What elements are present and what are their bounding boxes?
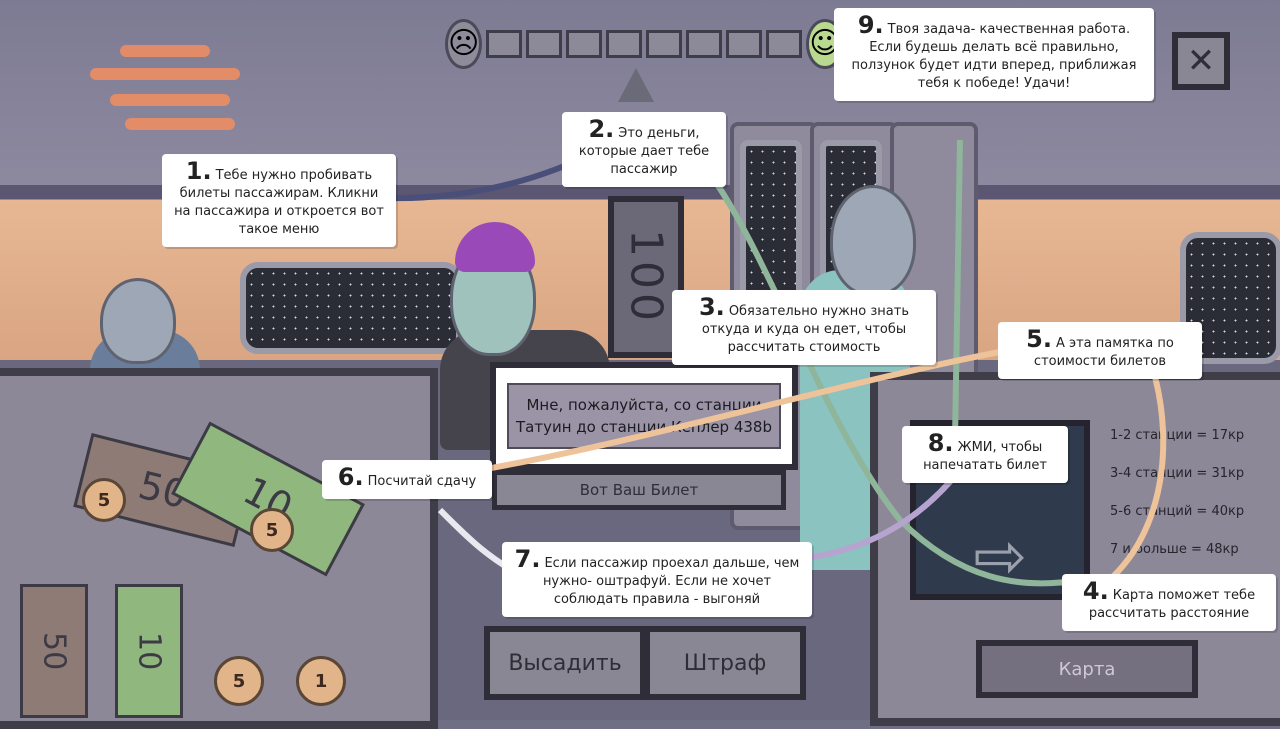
note-number: 1. — [185, 157, 212, 185]
coin-5[interactable]: 5 — [82, 478, 126, 522]
note-number: 2. — [588, 115, 615, 143]
tutorial-note-2: 2.Это деньги, которые дает тебе пассажир — [562, 112, 726, 187]
progress-segment — [606, 30, 643, 58]
connector-6 — [479, 347, 1011, 473]
counter-bill-50[interactable]: 50 — [20, 584, 88, 718]
note-number: 6. — [337, 463, 364, 491]
close-button[interactable]: ✕ — [1172, 32, 1230, 90]
train-window — [240, 262, 462, 354]
note-text: ЖМИ, чтобы напечатать билет — [923, 440, 1047, 473]
note-text: Посчитай сдачу — [367, 474, 477, 489]
price-item: 3-4 станции = 31кр — [1110, 466, 1245, 481]
progress-segment — [766, 30, 803, 58]
tutorial-note-3: 3.Обязательно нужно знать откуда и куда … — [672, 290, 936, 365]
ceiling-lamp — [125, 118, 235, 130]
sad-face-icon: ☹ — [445, 19, 483, 69]
price-item: 1-2 станции = 17кр — [1110, 428, 1245, 443]
progress-segments — [486, 30, 803, 58]
counter-coin-5[interactable]: 5 — [214, 656, 264, 706]
note-text: Это деньги, которые дает тебе пассажир — [578, 126, 710, 177]
connector-5 — [1078, 359, 1167, 603]
progress-segment — [566, 30, 603, 58]
note-number: 9. — [857, 11, 884, 39]
train-window — [1180, 232, 1280, 364]
progress-segment — [526, 30, 563, 58]
note-number: 5. — [1026, 325, 1052, 353]
request-line-1: Мне, пожалуйста, со станции — [526, 396, 762, 414]
counter-coin-1[interactable]: 1 — [296, 656, 346, 706]
give-ticket-button[interactable]: Вот Ваш Билет — [492, 470, 786, 510]
progress-segment — [726, 30, 763, 58]
ceiling-lamp — [120, 45, 210, 57]
connector-4 — [697, 158, 1081, 587]
tutorial-note-8: 8.ЖМИ, чтобы напечатать билет — [902, 426, 1068, 483]
note-number: 8. — [927, 429, 954, 457]
note-text: А эта памятка по стоимости билетов — [1033, 336, 1174, 369]
tutorial-note-6: 6.Посчитай сдачу — [322, 460, 492, 499]
note-number: 3. — [698, 293, 725, 321]
tutorial-note-5: 5.А эта памятка по стоимости билетов — [998, 322, 1202, 379]
note-text: Твоя задача- качественная работа. Если б… — [851, 22, 1137, 91]
price-list: 1-2 станции = 17кр 3-4 станции = 31кр 5-… — [1110, 428, 1272, 580]
map-button[interactable]: Карта — [976, 640, 1198, 698]
tutorial-note-9: 9.Твоя задача- качественная работа. Если… — [834, 8, 1154, 101]
coin-5[interactable]: 5 — [250, 508, 294, 552]
ticket-counter: 100 — [608, 196, 684, 358]
eject-button[interactable]: Высадить — [484, 626, 646, 700]
ceiling-lamp — [110, 94, 230, 106]
note-text: Карта поможет тебе рассчитать расстояние — [1088, 588, 1256, 621]
price-item: 7 и больше = 48кр — [1110, 542, 1239, 557]
note-text: Обязательно нужно знать откуда и куда он… — [701, 304, 909, 355]
tutorial-note-7: 7.Если пассажир проехал дальше, чем нужн… — [502, 542, 812, 617]
note-text: Если пассажир проехал дальше, чем нужно-… — [542, 556, 800, 607]
note-number: 7. — [514, 545, 541, 573]
tutorial-note-4: 4.Карта поможет тебе рассчитать расстоян… — [1062, 574, 1276, 631]
tutorial-note-1: 1.Тебе нужно пробивать билеты пассажирам… — [162, 154, 396, 247]
progress-segment — [686, 30, 723, 58]
note-text: Тебе нужно пробивать билеты пассажирам. … — [174, 168, 384, 237]
price-item: 5-6 станций = 40кр — [1110, 504, 1245, 519]
fine-button[interactable]: Штраф — [644, 626, 806, 700]
note-number: 4. — [1082, 577, 1109, 605]
progress-segment — [646, 30, 683, 58]
progress-pointer-icon — [618, 68, 654, 102]
counter-bill-10[interactable]: 10 — [115, 584, 183, 718]
progress-segment — [486, 30, 523, 58]
connector-9 — [952, 139, 963, 441]
ceiling-lamp — [90, 68, 240, 80]
ticket-counter-digits: 100 — [620, 229, 672, 325]
seated-passenger-head[interactable] — [100, 278, 176, 364]
close-icon: ✕ — [1186, 41, 1216, 81]
